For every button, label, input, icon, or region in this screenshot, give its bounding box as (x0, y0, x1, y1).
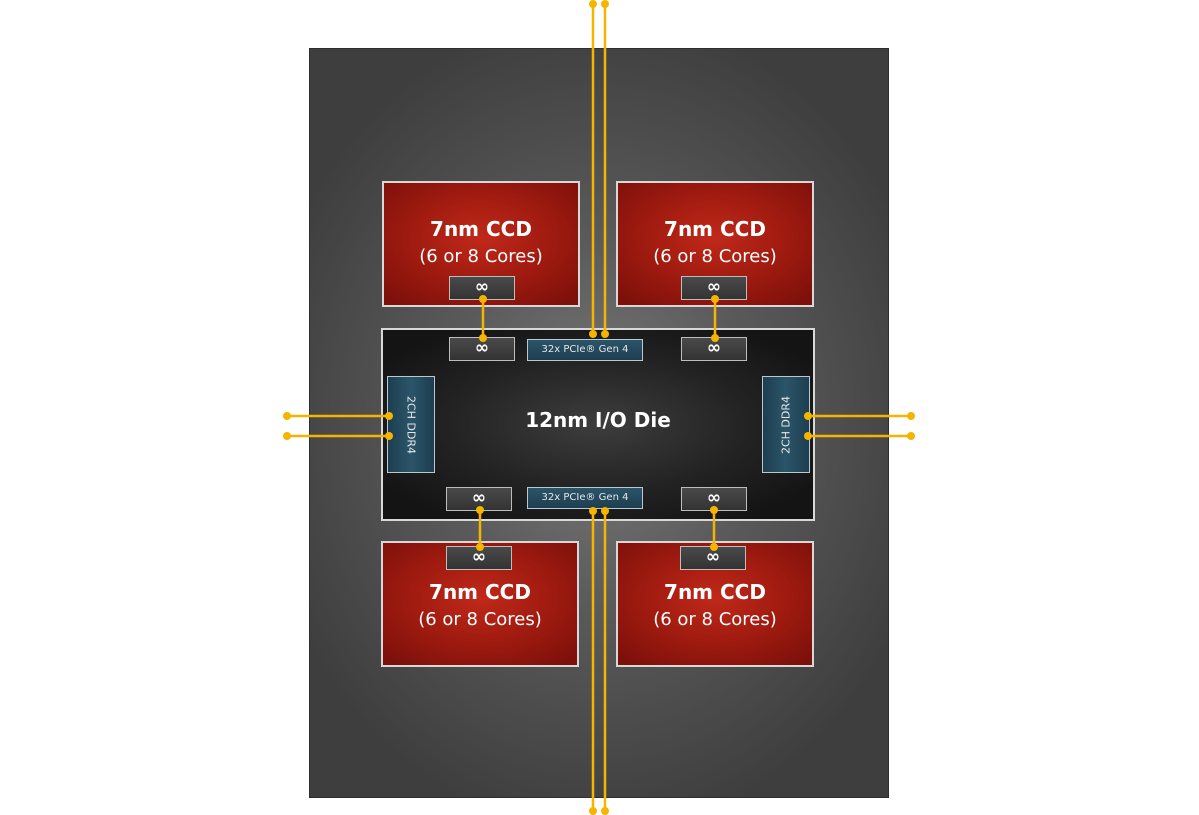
ccd-title: 7nm CCD (430, 217, 532, 241)
wire-terminal (589, 0, 597, 8)
wire-terminal (601, 0, 609, 8)
wire-terminal (907, 412, 915, 420)
wire-terminal (476, 506, 484, 514)
ccd-top-right: 7nm CCD (6 or 8 Cores) (616, 181, 814, 307)
pcie-bottom: 32x PCIe® Gen 4 (527, 487, 643, 509)
wire-terminal (804, 412, 812, 420)
ccd-bottom-left: 7nm CCD (6 or 8 Cores) (381, 541, 579, 667)
ccd-subtitle: (6 or 8 Cores) (653, 246, 777, 267)
wire-terminal (710, 543, 718, 551)
wire-terminal (601, 507, 609, 515)
wire-terminal (476, 543, 484, 551)
wire-terminal (479, 295, 487, 303)
ccd-subtitle: (6 or 8 Cores) (653, 609, 777, 630)
wire-terminal (589, 807, 597, 815)
ccd-subtitle: (6 or 8 Cores) (419, 246, 543, 267)
pcie-top: 32x PCIe® Gen 4 (527, 339, 643, 361)
ddr4-left: 2CH DDR4 (387, 376, 435, 473)
infinity-fabric-ccd-top-right: ∞ (681, 276, 747, 300)
ddr4-right: 2CH DDR4 (762, 376, 810, 473)
wire-terminal (589, 330, 597, 338)
wire-terminal (601, 807, 609, 815)
wire-terminal (385, 412, 393, 420)
wire-terminal (283, 432, 291, 440)
ccd-title: 7nm CCD (429, 580, 531, 604)
wire-terminal (589, 507, 597, 515)
wire-terminal (711, 334, 719, 342)
wire-terminal (479, 334, 487, 342)
wire-terminal (710, 506, 718, 514)
ccd-title: 7nm CCD (664, 217, 766, 241)
wire-terminal (907, 432, 915, 440)
wire-terminal (283, 412, 291, 420)
wire-terminal (601, 330, 609, 338)
ccd-title: 7nm CCD (664, 580, 766, 604)
io-die-title: 12nm I/O Die (525, 408, 671, 432)
wire-terminal (385, 432, 393, 440)
wire-terminal (804, 432, 812, 440)
wire-terminal (711, 295, 719, 303)
ccd-subtitle: (6 or 8 Cores) (418, 609, 542, 630)
